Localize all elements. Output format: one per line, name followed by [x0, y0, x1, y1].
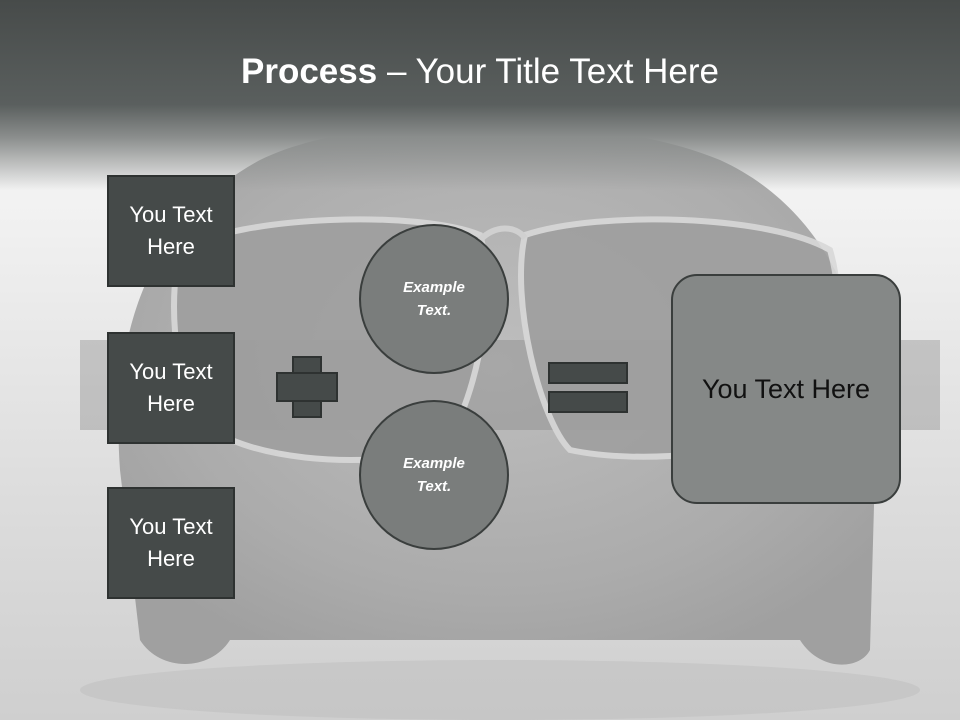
text-box-3-label: You Text Here — [129, 514, 213, 571]
title-rest: – Your Title Text Here — [377, 52, 719, 91]
slide-title: Process – Your Title Text Here — [0, 52, 960, 92]
text-box-3[interactable]: You Text Here — [107, 487, 235, 599]
text-box-2[interactable]: You Text Here — [107, 332, 235, 444]
text-box-2-label: You Text Here — [129, 359, 213, 416]
text-box-1[interactable]: You Text Here — [107, 175, 235, 287]
result-box-label: You Text Here — [701, 373, 871, 404]
title-bold: Process — [241, 52, 378, 91]
example-circle-1[interactable]: Example Text. — [359, 224, 509, 374]
example-circle-1-label: Example Text. — [403, 279, 465, 319]
text-box-1-label: You Text Here — [129, 202, 213, 259]
example-circle-2[interactable]: Example Text. — [359, 400, 509, 550]
example-circle-2-label: Example Text. — [403, 455, 465, 495]
title-bar — [0, 0, 960, 190]
result-box[interactable]: You Text Here — [671, 274, 901, 504]
